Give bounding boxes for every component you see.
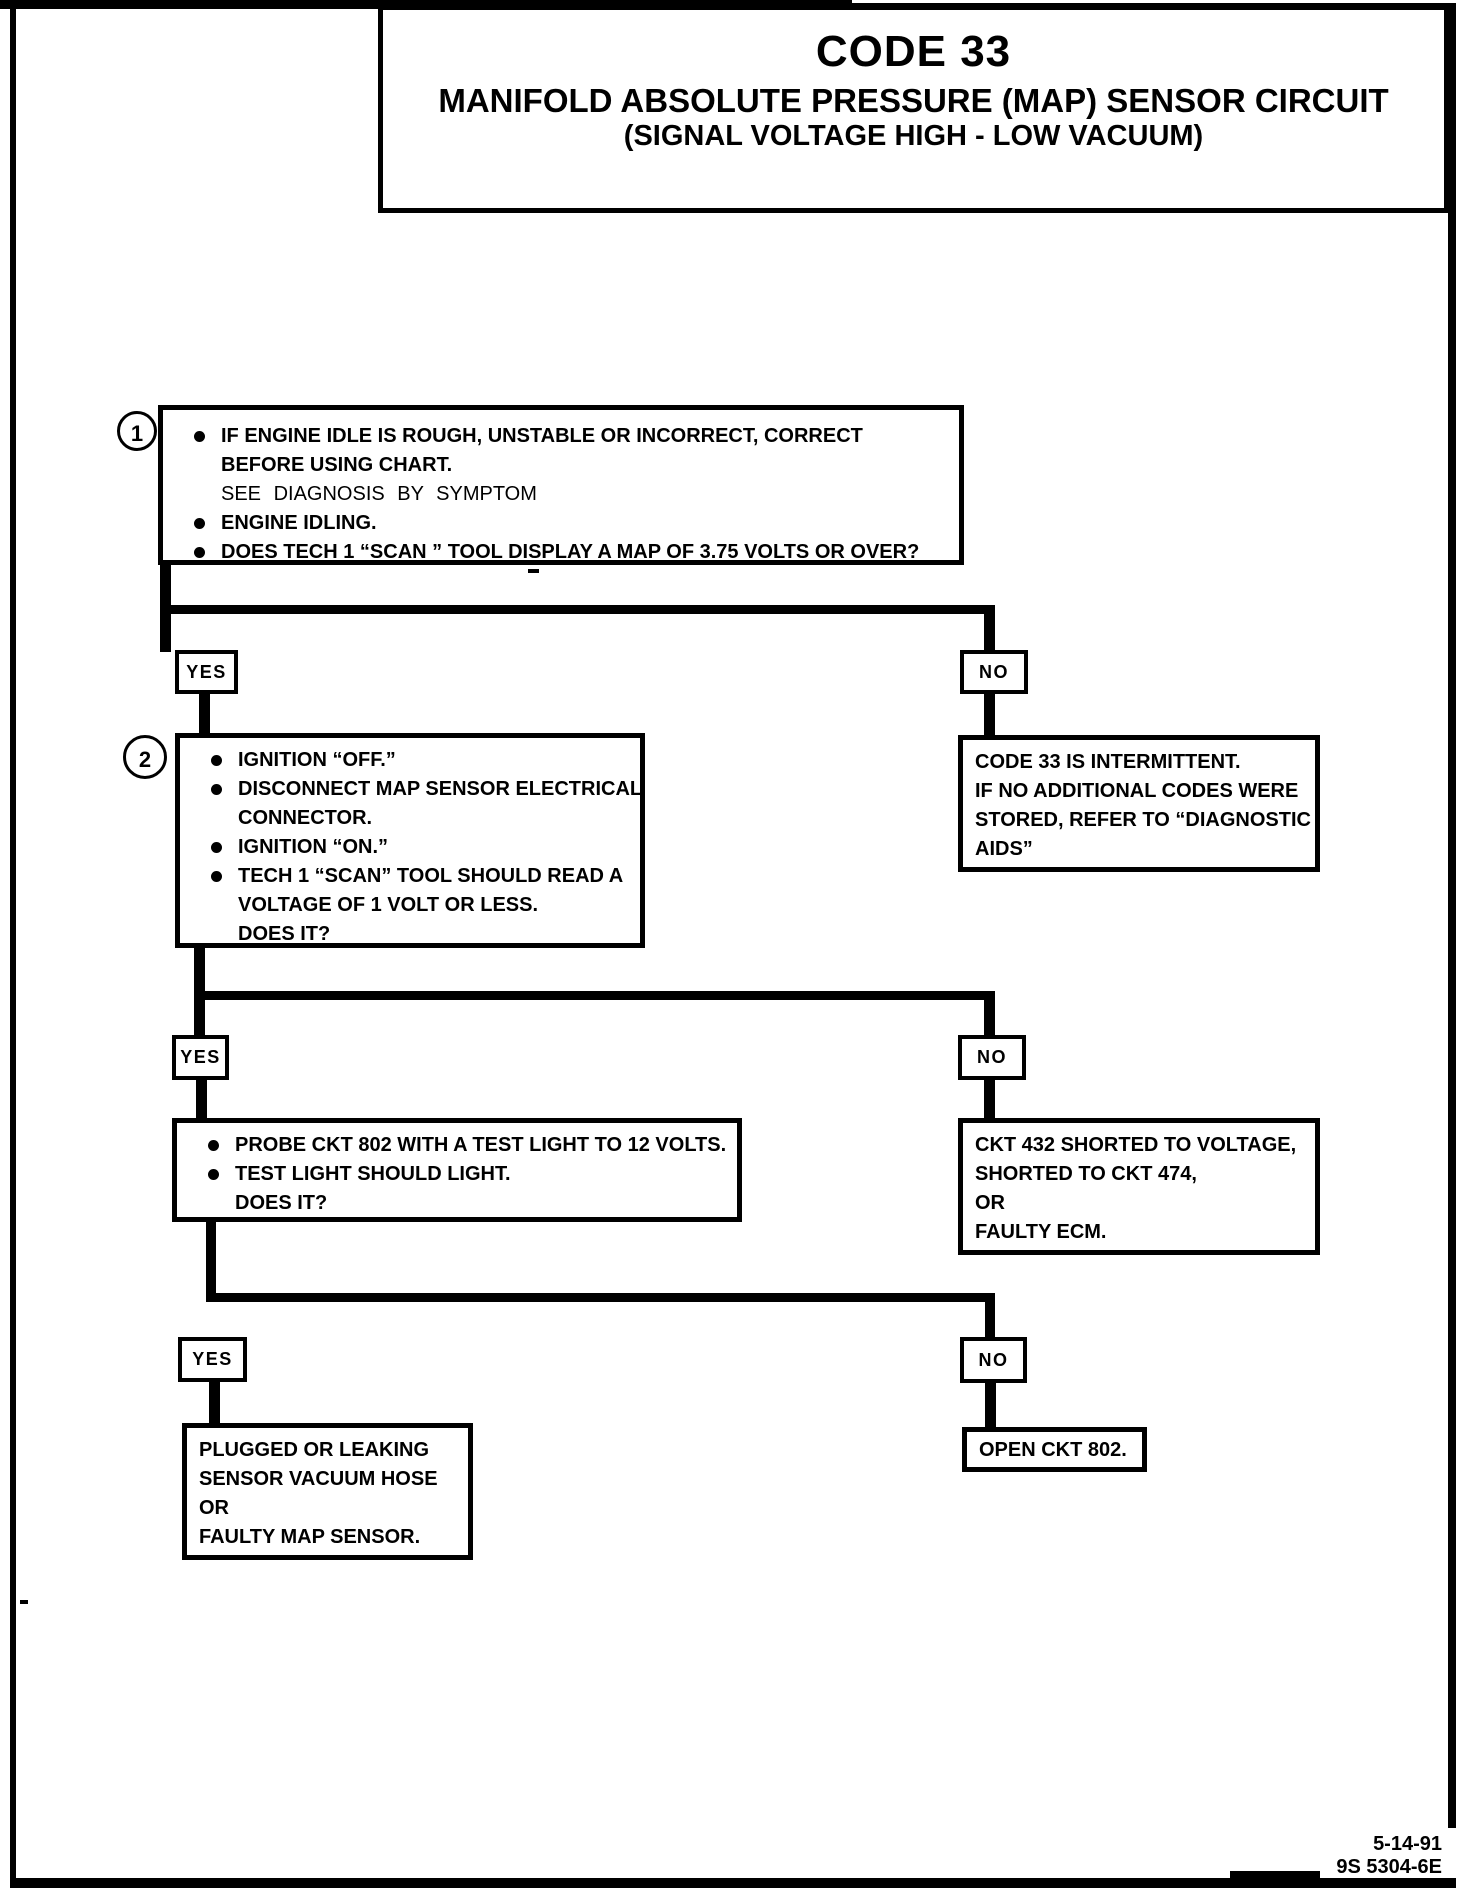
bullet-line: SEE DIAGNOSIS BY SYMPTOM	[221, 483, 537, 505]
outcome-line: AIDS”	[975, 838, 1033, 860]
branch-label-yes-1: YES	[175, 650, 238, 694]
branch-label-no-3: NO	[960, 1337, 1027, 1383]
outcome-line: OR	[975, 1192, 1005, 1214]
decision-box-1: IF ENGINE IDLE IS ROUGH, UNSTABLE OR INC…	[158, 405, 964, 565]
flow-line-vertical	[984, 605, 995, 652]
branch-label-no-1: NO	[960, 650, 1028, 694]
bullet-line: VOLTAGE OF 1 VOLT OR LESS.	[238, 894, 539, 916]
bullet-text: TEST LIGHT SHOULD LIGHT. DOES IT?	[235, 1160, 737, 1218]
bullet-icon	[211, 755, 222, 766]
flow-line-vertical	[206, 1222, 216, 1302]
bullet-line: TECH 1 “SCAN” TOOL SHOULD READ A	[238, 865, 624, 887]
decision-box-probe: PROBE CKT 802 WITH A TEST LIGHT TO 12 VO…	[172, 1118, 742, 1222]
branch-label-no-2: NO	[958, 1035, 1026, 1080]
bullet-icon	[208, 1140, 219, 1151]
bullet-icon	[211, 871, 222, 882]
page-border-left	[10, 8, 16, 1888]
flow-line-vertical	[984, 1080, 995, 1120]
title-box: CODE 33 MANIFOLD ABSOLUTE PRESSURE (MAP)…	[378, 5, 1449, 213]
bullet-line: ENGINE IDLING.	[221, 512, 377, 534]
outcome-line: CODE 33 IS INTERMITTENT.	[975, 751, 1241, 773]
bullet-icon	[194, 547, 205, 558]
bullet-line: TEST LIGHT SHOULD LIGHT.	[235, 1163, 511, 1185]
bullet-text: PROBE CKT 802 WITH A TEST LIGHT TO 12 VO…	[235, 1131, 737, 1160]
outcome-line: IF NO ADDITIONAL CODES WERE	[975, 780, 1299, 802]
flow-line-vertical	[984, 694, 995, 737]
bullet-item: IF ENGINE IDLE IS ROUGH, UNSTABLE OR INC…	[163, 422, 959, 509]
bullet-text: IGNITION “ON.”	[238, 833, 640, 862]
outcome-line: SHORTED TO CKT 474,	[975, 1163, 1197, 1185]
bullet-item: TEST LIGHT SHOULD LIGHT. DOES IT?	[177, 1160, 737, 1218]
outcome-line: SENSOR VACUUM HOSE	[199, 1468, 438, 1490]
branch-label-yes-3: YES	[178, 1337, 247, 1382]
outcome-line: OR	[199, 1497, 229, 1519]
outcome-box-open-ckt: OPEN CKT 802.	[962, 1427, 1147, 1472]
branch-label-yes-2: YES	[172, 1035, 229, 1080]
flow-line-vertical	[985, 1383, 996, 1427]
scan-smudge	[1230, 1871, 1320, 1879]
footer-doc-number: 9S 5304-6E	[1336, 1856, 1442, 1878]
footer: 5-14-91 9S 5304-6E	[1336, 1833, 1442, 1879]
step-circle-2: 2	[123, 735, 167, 779]
scan-speck	[20, 1600, 28, 1604]
step-circle-1: 1	[117, 411, 157, 451]
page-border-top-left	[0, 0, 852, 9]
page-title-subtitle: MANIFOLD ABSOLUTE PRESSURE (MAP) SENSOR …	[438, 82, 1389, 119]
flow-line-vertical	[984, 991, 995, 1037]
bullet-line: IF ENGINE IDLE IS ROUGH, UNSTABLE OR INC…	[221, 425, 863, 447]
bullet-icon	[194, 431, 205, 442]
flow-line-vertical	[209, 1382, 220, 1423]
bullet-text: DISCONNECT MAP SENSOR ELECTRICAL CONNECT…	[238, 775, 642, 833]
bullet-text: DOES TECH 1 “SCAN ” TOOL DISPLAY A MAP O…	[221, 538, 959, 567]
outcome-line: PLUGGED OR LEAKING	[199, 1439, 430, 1461]
flow-line-vertical	[196, 1080, 207, 1120]
bullet-line: BEFORE USING CHART.	[221, 454, 453, 476]
bullet-item: TECH 1 “SCAN” TOOL SHOULD READ A VOLTAGE…	[180, 862, 640, 949]
outcome-line: STORED, REFER TO “DIAGNOSTIC	[975, 809, 1311, 831]
flow-line-horizontal	[206, 1293, 995, 1302]
outcome-line: OPEN CKT 802.	[979, 1439, 1127, 1461]
outcome-line: FAULTY ECM.	[975, 1221, 1107, 1243]
flow-line-horizontal	[160, 605, 995, 614]
scan-speck	[528, 569, 539, 573]
bullet-text: IF ENGINE IDLE IS ROUGH, UNSTABLE OR INC…	[221, 422, 959, 509]
decision-box-2: IGNITION “OFF.” DISCONNECT MAP SENSOR EL…	[175, 733, 645, 948]
bullet-line: DOES IT?	[238, 923, 331, 945]
bullet-item: PROBE CKT 802 WITH A TEST LIGHT TO 12 VO…	[177, 1131, 737, 1160]
bullet-icon	[211, 784, 222, 795]
flow-line-vertical	[199, 694, 210, 735]
page-border-bottom	[10, 1878, 1456, 1888]
bullet-line: DOES TECH 1 “SCAN ” TOOL DISPLAY A MAP O…	[221, 541, 920, 563]
bullet-line: DOES IT?	[235, 1192, 328, 1214]
bullet-text: IGNITION “OFF.”	[238, 746, 640, 775]
flow-line-horizontal	[194, 991, 995, 1000]
outcome-box-intermittent: CODE 33 IS INTERMITTENT. IF NO ADDITIONA…	[958, 735, 1320, 872]
bullet-line: PROBE CKT 802 WITH A TEST LIGHT TO 12 VO…	[235, 1134, 727, 1156]
page-title-condition: (SIGNAL VOLTAGE HIGH - LOW VACUUM)	[623, 120, 1204, 152]
bullet-item: DISCONNECT MAP SENSOR ELECTRICAL CONNECT…	[180, 775, 642, 833]
outcome-box-plugged: PLUGGED OR LEAKING SENSOR VACUUM HOSE OR…	[182, 1423, 473, 1560]
bullet-line: IGNITION “ON.”	[238, 836, 388, 858]
outcome-line: FAULTY MAP SENSOR.	[199, 1526, 421, 1548]
bullet-item: IGNITION “OFF.”	[180, 746, 640, 775]
page-title-code: CODE 33	[815, 27, 1012, 76]
footer-date: 5-14-91	[1373, 1833, 1442, 1855]
bullet-text: ENGINE IDLING.	[221, 509, 959, 538]
bullet-text: TECH 1 “SCAN” TOOL SHOULD READ A VOLTAGE…	[238, 862, 640, 949]
bullet-icon	[211, 842, 222, 853]
bullet-item: IGNITION “ON.”	[180, 833, 640, 862]
bullet-line: IGNITION “OFF.”	[238, 749, 396, 771]
bullet-line: DISCONNECT MAP SENSOR ELECTRICAL	[238, 778, 643, 800]
outcome-box-ckt432: CKT 432 SHORTED TO VOLTAGE, SHORTED TO C…	[958, 1118, 1320, 1255]
bullet-item: DOES TECH 1 “SCAN ” TOOL DISPLAY A MAP O…	[163, 538, 959, 567]
page-border-right	[1448, 3, 1456, 1828]
outcome-line: CKT 432 SHORTED TO VOLTAGE,	[975, 1134, 1297, 1156]
bullet-icon	[208, 1169, 219, 1180]
bullet-icon	[194, 518, 205, 529]
flow-line-vertical	[985, 1293, 995, 1339]
bullet-item: ENGINE IDLING.	[163, 509, 959, 538]
bullet-line: CONNECTOR.	[238, 807, 373, 829]
